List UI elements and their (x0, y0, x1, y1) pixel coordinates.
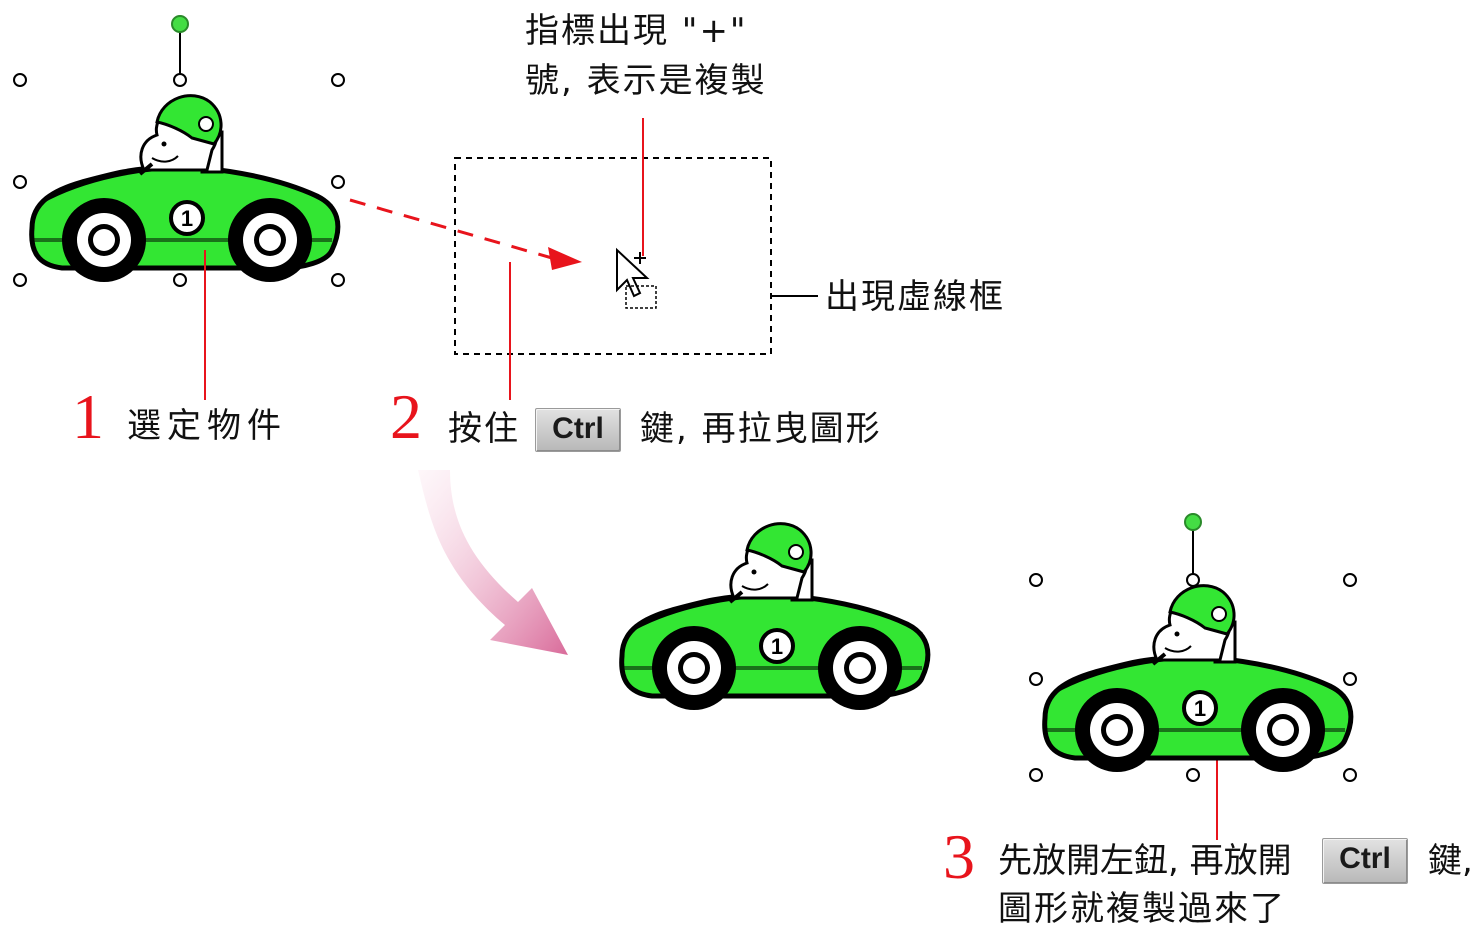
resize-handle-tl[interactable] (1029, 573, 1043, 587)
step-2-text-before: 按住 (448, 409, 520, 449)
copy-cursor-icon (616, 247, 657, 309)
step-2-number: 2 (390, 381, 422, 452)
resize-handle-bm[interactable] (1186, 768, 1200, 782)
selection-handles (13, 15, 345, 287)
dragged-car-shape (622, 524, 928, 710)
step-3-text-line2: 圖形就複製過來了 (998, 889, 1286, 929)
step-2-text-after: 鍵, 再拉曳圖形 (640, 409, 882, 449)
resize-handle-bm[interactable] (173, 273, 187, 287)
copied-car-shape[interactable] (1045, 586, 1351, 772)
callout-lines (204, 118, 1218, 840)
step-3-text-after: 鍵, (1428, 841, 1473, 881)
copy-selection-handles (1029, 513, 1357, 782)
dashed-drag-frame (454, 157, 772, 355)
resize-handle-mr[interactable] (331, 175, 345, 189)
rotate-handle[interactable] (1184, 513, 1202, 531)
resize-handle-mr[interactable] (1343, 672, 1357, 686)
ctrl-key: Ctrl (535, 408, 621, 452)
resize-handle-ml[interactable] (13, 175, 27, 189)
rotate-handle[interactable] (171, 15, 189, 33)
resize-handle-bl[interactable] (13, 273, 27, 287)
drag-arrow (349, 198, 582, 270)
resize-handle-tm[interactable] (173, 73, 187, 87)
curved-arrow (418, 470, 568, 655)
dashed-frame-note: 出現虛線框 (825, 277, 1005, 317)
resize-handle-br[interactable] (331, 273, 345, 287)
step-1-text: 選定物件 (127, 406, 287, 446)
resize-handle-tl[interactable] (13, 73, 27, 87)
resize-handle-tm[interactable] (1186, 573, 1200, 587)
resize-handle-tr[interactable] (1343, 573, 1357, 587)
pointer-note-line1: 指標出現 "+" (525, 11, 748, 51)
pointer-note-line2: 號, 表示是複製 (525, 61, 767, 101)
resize-handle-ml[interactable] (1029, 672, 1043, 686)
resize-handle-tr[interactable] (331, 73, 345, 87)
resize-handle-br[interactable] (1343, 768, 1357, 782)
ctrl-key: Ctrl (1322, 838, 1408, 884)
step-3-number: 3 (943, 821, 975, 892)
selected-car-shape[interactable] (32, 96, 338, 282)
step-3-text-before: 先放開左鈕, 再放開 (998, 841, 1292, 881)
resize-handle-bl[interactable] (1029, 768, 1043, 782)
step-1-number: 1 (72, 381, 104, 452)
